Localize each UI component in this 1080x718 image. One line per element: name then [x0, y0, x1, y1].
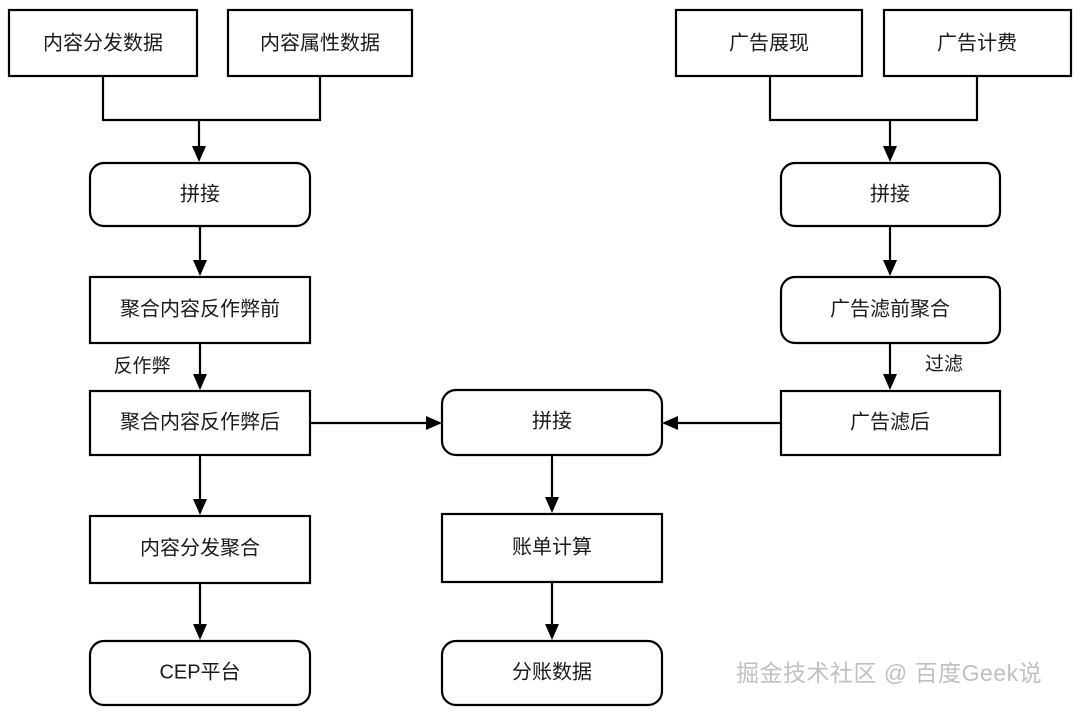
edge-path — [768, 76, 979, 122]
node-content-dist-data[interactable]: 内容分发数据 — [7, 8, 199, 78]
arrowhead-icon — [883, 260, 897, 276]
edge-label-filter: 过滤 — [925, 353, 963, 375]
arrowhead-icon — [193, 374, 207, 390]
arrowhead-icon — [662, 416, 678, 430]
node-shape-rounded — [440, 639, 664, 707]
edge-center-join-to-bill-calc — [545, 455, 559, 513]
arrowhead-icon — [883, 374, 897, 390]
node-label: 广告滤前聚合 — [830, 297, 950, 320]
node-shape-rect — [88, 389, 312, 457]
edge-agg-after-to-content-dist-agg — [193, 455, 207, 515]
node-label: 聚合内容反作弊后 — [120, 410, 280, 433]
edge-agg-after-to-center-join — [310, 416, 442, 430]
node-agg-before-antifraud[interactable]: 聚合内容反作弊前 — [88, 275, 312, 345]
node-shape-rounded — [88, 639, 312, 707]
arrowhead-icon — [192, 146, 206, 162]
node-shape-rect — [88, 275, 312, 345]
node-label: 内容分发数据 — [43, 31, 163, 54]
node-ad-impression[interactable]: 广告展现 — [674, 8, 864, 78]
edge-content-dist-agg-to-cep — [193, 583, 207, 640]
edge-antifraud: 反作弊 — [113, 343, 207, 390]
node-shape-rect — [88, 514, 312, 585]
arrowhead-icon — [193, 499, 207, 515]
arrowhead-icon — [883, 146, 897, 162]
edge-bill-calc-to-settlement — [545, 582, 559, 640]
edge-label-antifraud: 反作弊 — [113, 355, 170, 377]
node-label: 内容分发聚合 — [140, 536, 260, 559]
node-cep-platform[interactable]: CEP平台 — [88, 639, 312, 707]
arrowhead-icon — [193, 624, 207, 640]
arrowhead-icon — [193, 260, 207, 276]
edge-right-join-to-prefilter-agg — [883, 226, 897, 276]
node-label: 聚合内容反作弊前 — [120, 297, 280, 320]
node-label: CEP平台 — [159, 660, 240, 683]
edge-path — [101, 76, 322, 122]
edge-left-join-to-agg-before — [193, 226, 207, 276]
node-label: 拼接 — [532, 409, 572, 432]
node-label: 分账数据 — [512, 660, 592, 683]
edge-postfilter-to-center-join — [662, 416, 781, 430]
node-ad-prefilter-agg[interactable]: 广告滤前聚合 — [779, 275, 1002, 345]
node-label: 账单计算 — [512, 535, 592, 558]
node-right-join[interactable]: 拼接 — [779, 161, 1002, 228]
node-center-join[interactable]: 拼接 — [440, 388, 664, 457]
node-ad-billing[interactable]: 广告计费 — [882, 8, 1073, 78]
node-bill-calc[interactable]: 账单计算 — [440, 512, 664, 584]
node-label: 广告滤后 — [850, 410, 930, 433]
node-shape-rect — [882, 8, 1073, 78]
node-label: 拼接 — [870, 182, 910, 205]
node-shape-rect — [779, 389, 1002, 457]
node-left-join[interactable]: 拼接 — [88, 161, 312, 228]
node-content-attr-data[interactable]: 内容属性数据 — [226, 8, 414, 78]
node-shape-rect — [674, 8, 864, 78]
node-agg-after-antifraud[interactable]: 聚合内容反作弊后 — [88, 389, 312, 457]
node-label: 广告展现 — [729, 31, 809, 54]
node-label: 广告计费 — [937, 31, 1017, 54]
arrowhead-icon — [545, 624, 559, 640]
edge-filter: 过滤 — [883, 343, 963, 390]
node-label: 内容属性数据 — [260, 31, 380, 54]
node-content-dist-agg[interactable]: 内容分发聚合 — [88, 514, 312, 585]
node-ad-postfilter[interactable]: 广告滤后 — [779, 389, 1002, 457]
arrowhead-icon — [426, 416, 442, 430]
watermark: 掘金技术社区 @ 百度Geek说 — [736, 660, 1042, 686]
edge-right-sources-to-join — [768, 76, 979, 162]
edge-left-sources-to-join — [101, 76, 322, 162]
node-shape-rect — [226, 8, 414, 78]
node-shape-rect — [7, 8, 199, 78]
node-label: 拼接 — [180, 182, 220, 205]
node-settlement-data[interactable]: 分账数据 — [440, 639, 664, 707]
arrowhead-icon — [545, 497, 559, 513]
